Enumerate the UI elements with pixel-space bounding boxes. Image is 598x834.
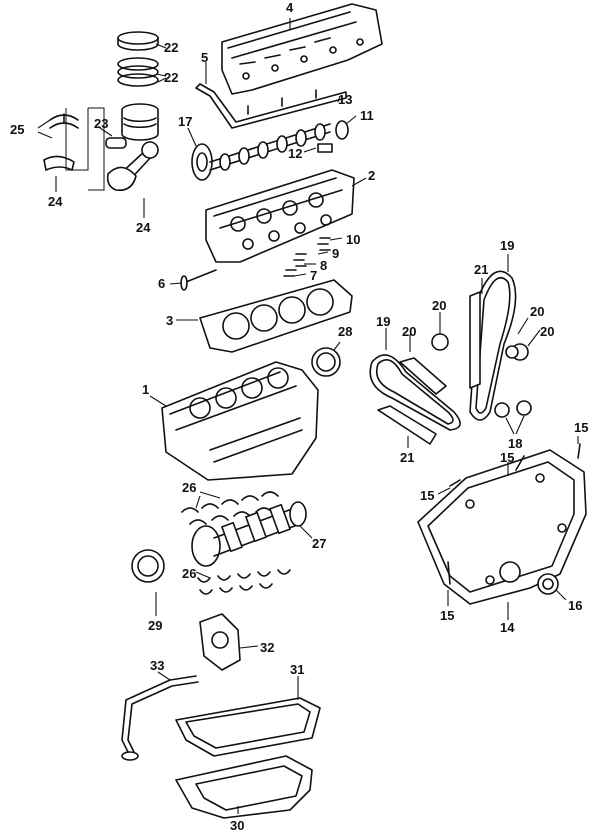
callout-21: 21 bbox=[400, 450, 414, 465]
callout-20: 20 bbox=[432, 298, 446, 313]
piston-rings bbox=[117, 31, 159, 87]
callout-13: 13 bbox=[338, 92, 352, 107]
callout-6: 6 bbox=[158, 276, 165, 291]
callout-14: 14 bbox=[500, 620, 515, 635]
timing-cover-bolts bbox=[447, 443, 581, 585]
valve bbox=[180, 269, 217, 291]
callout-20: 20 bbox=[530, 304, 544, 319]
rear-main-seal bbox=[311, 347, 341, 377]
callout-21: 21 bbox=[474, 262, 488, 277]
chain-guide-right bbox=[469, 291, 481, 389]
front-crank-seal bbox=[131, 549, 165, 583]
valve-cover-bolts bbox=[247, 89, 317, 115]
callout-15: 15 bbox=[500, 450, 514, 465]
callout-31: 31 bbox=[290, 662, 304, 677]
oil-pan bbox=[175, 755, 313, 819]
valve-springs bbox=[283, 237, 331, 277]
callout-3: 3 bbox=[166, 313, 173, 328]
camshaft-sprocket bbox=[191, 143, 213, 181]
callout-17: 17 bbox=[178, 114, 192, 129]
callout-24: 24 bbox=[136, 220, 151, 235]
callout-20: 20 bbox=[540, 324, 554, 339]
timing-cover bbox=[417, 449, 587, 605]
chain-guide-left bbox=[399, 357, 447, 395]
timing-chain-right bbox=[469, 270, 517, 421]
cylinder-head bbox=[205, 169, 355, 263]
callout-10: 10 bbox=[346, 232, 360, 247]
cam-position-part-11 bbox=[335, 120, 349, 140]
callout-27: 27 bbox=[312, 536, 326, 551]
callout-5: 5 bbox=[201, 50, 208, 65]
camshaft bbox=[209, 123, 331, 171]
callout-labels: 4 22 22 5 13 25 23 17 11 12 24 24 2 10 9… bbox=[10, 0, 588, 833]
part-12 bbox=[317, 143, 333, 153]
callout-29: 29 bbox=[148, 618, 162, 633]
tensioner-arm-21 bbox=[377, 405, 437, 445]
oil-pan-gasket bbox=[175, 697, 321, 757]
callout-22: 22 bbox=[164, 70, 178, 85]
connecting-rod bbox=[43, 141, 159, 192]
valve-cover bbox=[221, 3, 383, 95]
main-bearings-upper bbox=[181, 491, 279, 525]
callout-32: 32 bbox=[260, 640, 274, 655]
valve-cover-gasket bbox=[195, 83, 347, 129]
piston bbox=[105, 103, 159, 149]
callout-4: 4 bbox=[286, 0, 294, 15]
oil-pickup-tube bbox=[121, 675, 199, 761]
timing-chain-left bbox=[369, 354, 461, 431]
leader-lines bbox=[37, 18, 579, 814]
callout-11: 11 bbox=[360, 108, 374, 123]
callout-12: 12 bbox=[288, 146, 302, 161]
callout-30: 30 bbox=[230, 818, 244, 833]
callout-20: 20 bbox=[402, 324, 416, 339]
crank-sprockets-18 bbox=[494, 400, 532, 418]
engine-block bbox=[161, 361, 319, 481]
callout-2: 2 bbox=[368, 168, 375, 183]
oil-pump bbox=[199, 613, 241, 671]
head-gasket bbox=[199, 279, 353, 353]
callout-8: 8 bbox=[320, 258, 327, 273]
ring-bracket bbox=[65, 107, 105, 191]
callout-22: 22 bbox=[164, 40, 178, 55]
callout-1: 1 bbox=[142, 382, 149, 397]
callout-24: 24 bbox=[48, 194, 63, 209]
callout-23: 23 bbox=[94, 116, 108, 131]
callout-15: 15 bbox=[420, 488, 434, 503]
callout-28: 28 bbox=[338, 324, 352, 339]
callout-15: 15 bbox=[440, 608, 454, 623]
callout-18: 18 bbox=[508, 436, 522, 451]
callout-25: 25 bbox=[10, 122, 24, 137]
callout-16: 16 bbox=[568, 598, 582, 613]
crankshaft bbox=[191, 501, 307, 567]
callout-15: 15 bbox=[574, 420, 588, 435]
callout-33: 33 bbox=[150, 658, 164, 673]
callout-19: 19 bbox=[500, 238, 514, 253]
callout-26: 26 bbox=[182, 480, 196, 495]
main-bearings-lower bbox=[197, 569, 291, 595]
callout-7: 7 bbox=[310, 268, 317, 283]
callout-9: 9 bbox=[332, 246, 339, 261]
callout-26: 26 bbox=[182, 566, 196, 581]
callout-19: 19 bbox=[376, 314, 390, 329]
crank-damper-16 bbox=[537, 573, 559, 595]
bearing-shells-25 bbox=[49, 113, 79, 129]
cam-sprockets-20 bbox=[431, 333, 529, 361]
